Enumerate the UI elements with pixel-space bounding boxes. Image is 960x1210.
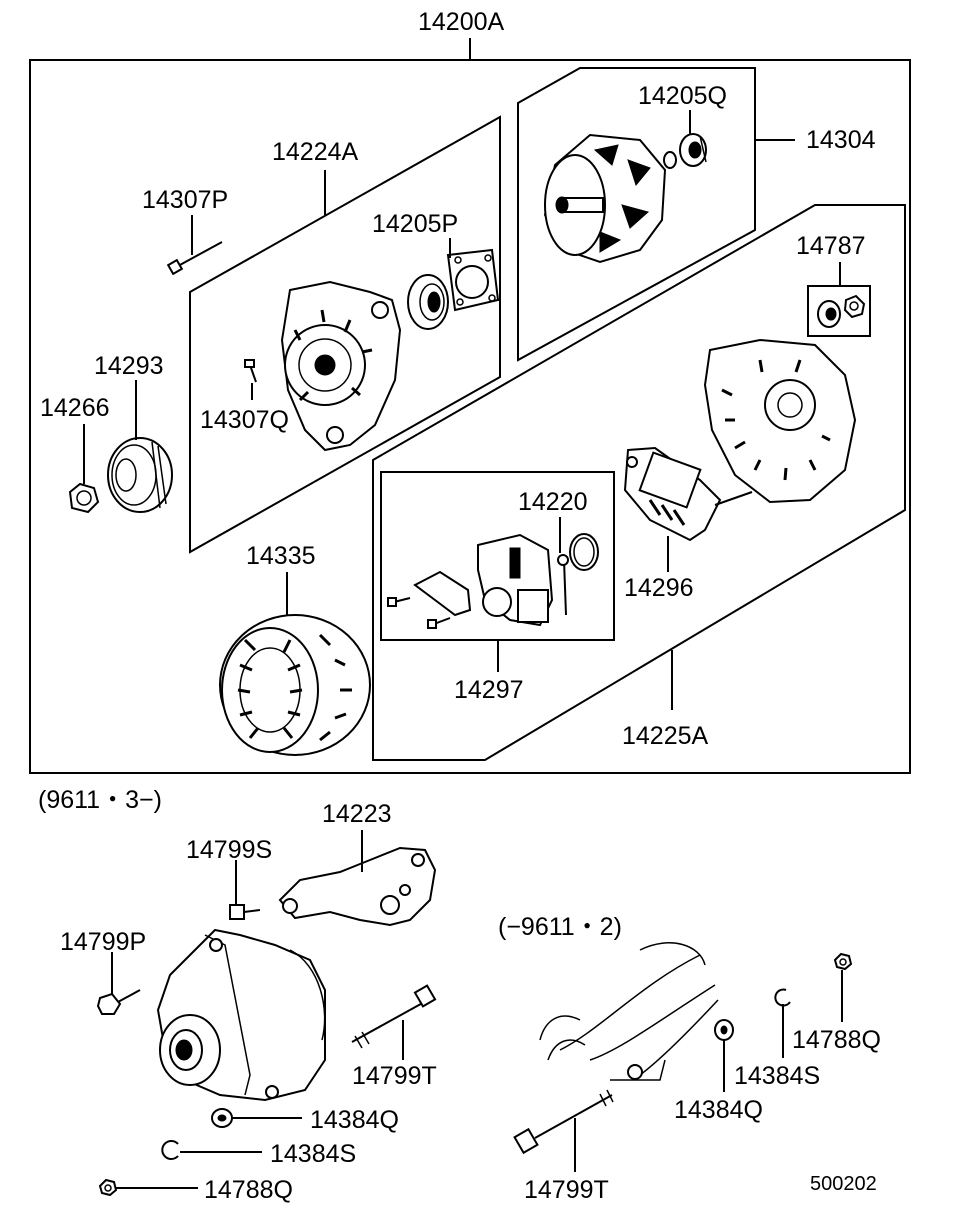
label-14223[interactable]: 14223 (322, 800, 392, 828)
diagram-code: 500202 (810, 1173, 877, 1195)
label-14799T-right[interactable]: 14799T (524, 1176, 609, 1204)
label-14224A[interactable]: 14224A (272, 138, 359, 166)
stator-14335-part (219, 614, 371, 756)
label-14205Q[interactable]: 14205Q (638, 82, 727, 110)
washer-14384Q-left-part (211, 1108, 233, 1128)
rotor-14304-part (543, 133, 667, 264)
label-14384Q-left[interactable]: 14384Q (310, 1106, 399, 1134)
label-14799P[interactable]: 14799P (60, 928, 146, 956)
pulley-14293-part (107, 437, 173, 513)
label-14307Q[interactable]: 14307Q (200, 406, 289, 434)
alternator-right-part (539, 942, 719, 1081)
label-14799T-left[interactable]: 14799T (352, 1062, 437, 1090)
serial-range-from: (9611・3−) (38, 786, 162, 814)
label-14200A[interactable]: 14200A (418, 8, 505, 36)
label-14225A[interactable]: 14225A (622, 722, 709, 750)
nut-14788Q-left-part (98, 1178, 118, 1197)
lock-washer-14384S-left-part (161, 1140, 179, 1160)
brush-14220-part (557, 533, 599, 616)
lock-washer-14384S-right-part (774, 988, 791, 1007)
bolt-14799P-part (96, 989, 141, 1015)
label-14788Q-left[interactable]: 14788Q (204, 1176, 293, 1204)
label-14304[interactable]: 14304 (806, 126, 876, 154)
label-14296[interactable]: 14296 (624, 574, 694, 602)
label-14799S[interactable]: 14799S (186, 836, 272, 864)
front-housing-part (280, 280, 402, 452)
label-14205P[interactable]: 14205P (372, 210, 458, 238)
rear-housing-part (703, 338, 857, 504)
long-bolt-14799T-right-part (513, 1089, 614, 1155)
rectifier-14296-part (623, 446, 753, 542)
alternator-left-part (156, 928, 326, 1102)
label-14384S-left[interactable]: 14384S (270, 1140, 356, 1168)
nut-14788Q-right-part (833, 952, 853, 971)
screw-14307Q-part (244, 359, 257, 383)
rear-bracket-frame (372, 204, 906, 761)
bearing-14205P-part (407, 248, 500, 330)
bolt-14307P-part (166, 241, 223, 276)
rotor-frame (517, 67, 756, 362)
bearing-14205Q-part (663, 133, 707, 169)
label-14788Q-right[interactable]: 14788Q (792, 1026, 881, 1054)
front-bracket-frame (189, 115, 501, 554)
washer-14384Q-right-part (714, 1019, 734, 1041)
label-14335[interactable]: 14335 (246, 542, 316, 570)
label-14297[interactable]: 14297 (454, 676, 524, 704)
bracket-14223-part (278, 846, 437, 927)
label-14293[interactable]: 14293 (94, 352, 164, 380)
bolt-14799S-part (229, 904, 261, 920)
label-14307P[interactable]: 14307P (142, 186, 228, 214)
label-14384S-right[interactable]: 14384S (734, 1062, 820, 1090)
serial-range-to: (−9611・2) (498, 913, 622, 941)
label-14787[interactable]: 14787 (796, 232, 866, 260)
label-14384Q-right[interactable]: 14384Q (674, 1096, 763, 1124)
nut-14266-part (68, 482, 100, 514)
label-14220[interactable]: 14220 (518, 488, 588, 516)
label-14266[interactable]: 14266 (40, 394, 110, 422)
regulator-14297-part (387, 533, 554, 629)
nut-set-14787-part (817, 294, 866, 328)
long-bolt-14799T-left-part (351, 984, 437, 1049)
